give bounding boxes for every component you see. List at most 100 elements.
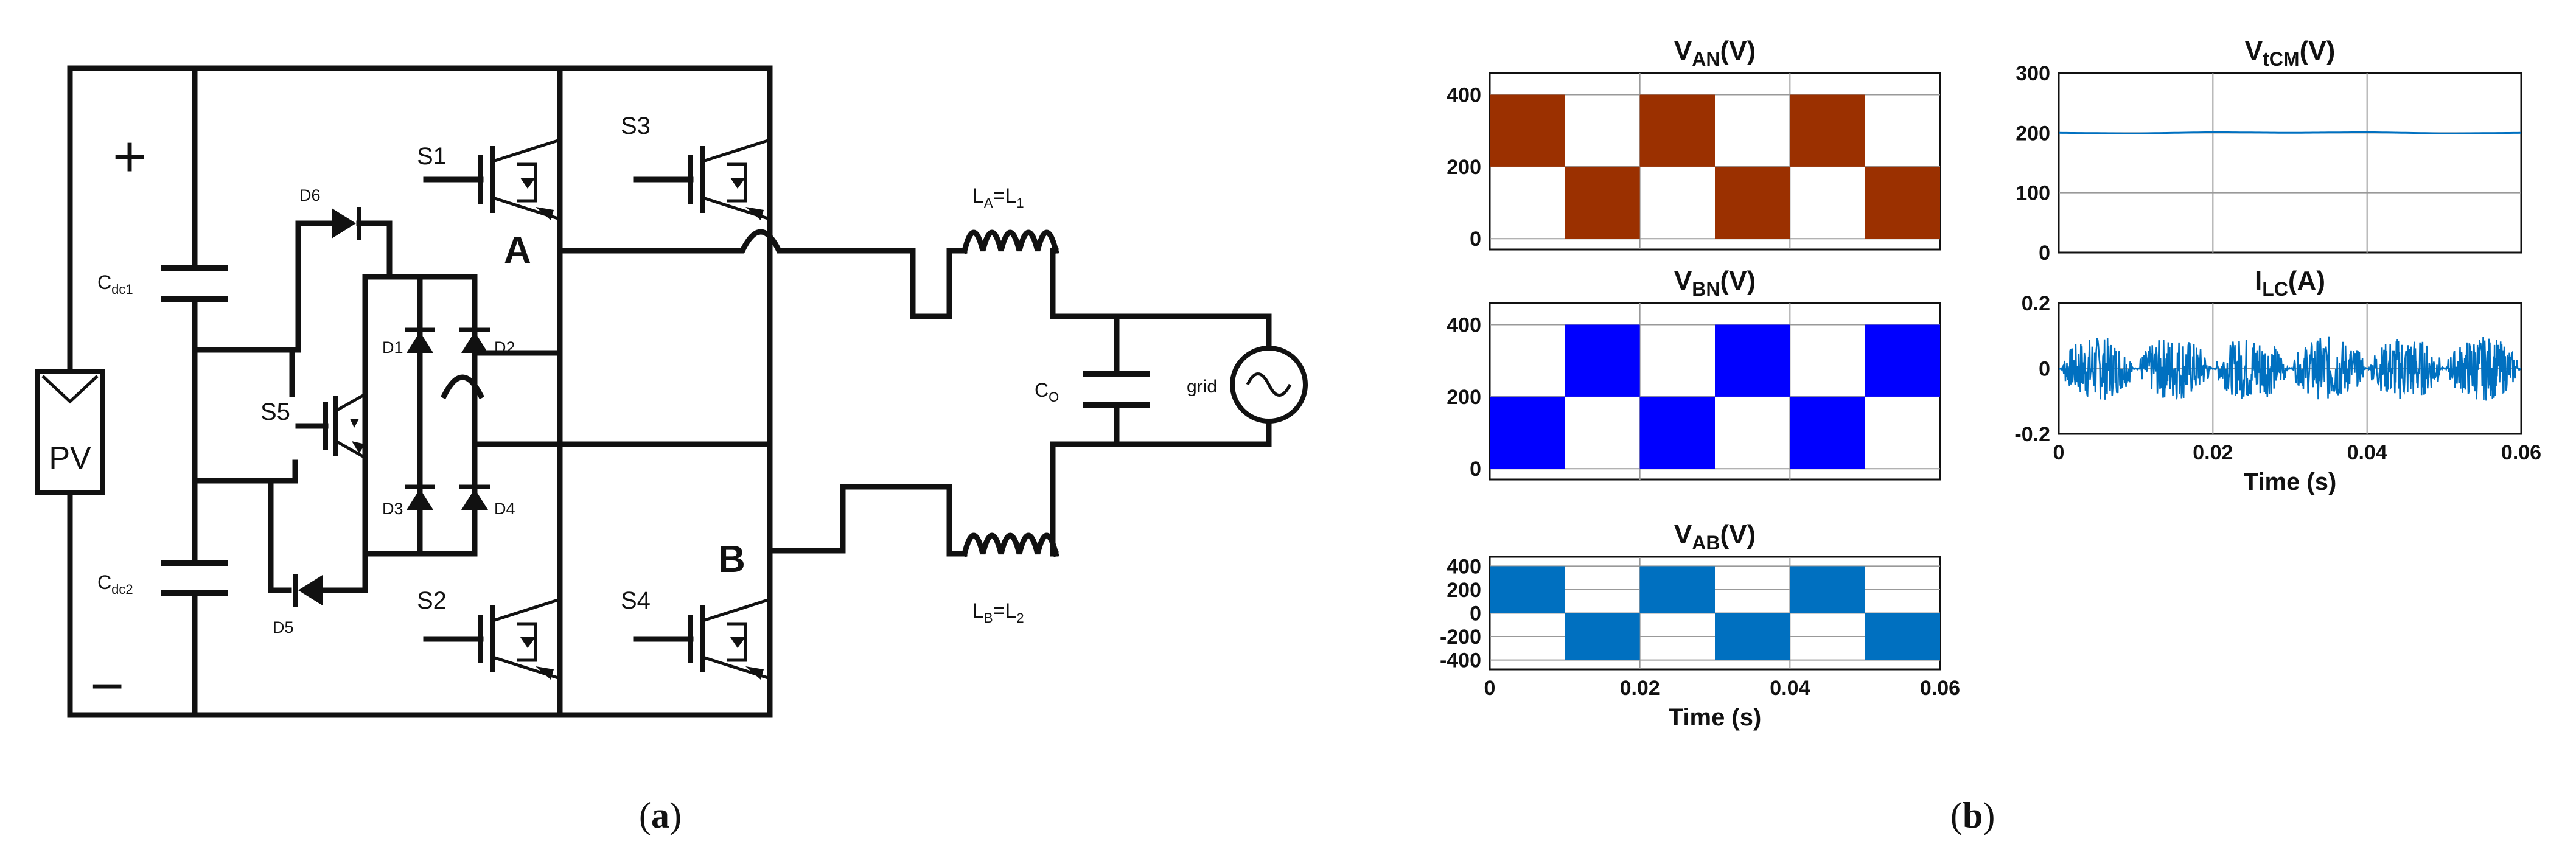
d6-label: D6 (299, 186, 321, 204)
y-tick-label: 400 (1447, 555, 1481, 578)
y-tick-label: -200 (1440, 626, 1481, 649)
pwm-band (1490, 94, 1565, 167)
la-label: LA=L1 (972, 184, 1024, 211)
s5-switch (295, 392, 366, 459)
inverter-circuit-diagram: PV Cdc1 Cdc2 + − (35, 65, 1308, 835)
x-tick-label: 0.06 (2501, 441, 2541, 464)
pwm-band (1790, 566, 1865, 613)
s4-switch (633, 598, 770, 680)
cdc1-label: Cdc1 (97, 271, 133, 297)
panel-label-b: (b) (1950, 795, 1995, 835)
pwm-band (1565, 613, 1640, 660)
pwm-band (1565, 166, 1640, 239)
pwm-band (1639, 94, 1715, 167)
chart-title: ILC(A) (2255, 266, 2325, 300)
pwm-band (1490, 566, 1565, 613)
chart-title: VAN(V) (1674, 36, 1756, 70)
y-tick-label: 100 (2016, 182, 2050, 205)
pwm-band (1715, 324, 1790, 397)
d2-diode (459, 327, 490, 353)
plus-sign: + (113, 124, 147, 189)
d6-diode (332, 207, 361, 240)
minus-sign: − (90, 654, 124, 719)
cdc1-capacitor (161, 265, 228, 302)
y-tick-label: 0 (2039, 242, 2050, 265)
waveform-charts: 0200400VAN(V)0200400VBN(V)-400-200020040… (1440, 36, 2541, 731)
y-tick-label: 0 (1470, 602, 1481, 626)
x-tick-label: 0 (2053, 441, 2065, 464)
d5-diode (293, 574, 323, 607)
d4-label: D4 (494, 500, 515, 518)
x-tick-label: 0.02 (2193, 441, 2233, 464)
d2-label: D2 (494, 338, 515, 357)
pwm-band (1639, 566, 1715, 613)
s2-label: S2 (417, 587, 447, 614)
series-line (2058, 131, 2522, 134)
d1-diode (405, 327, 435, 353)
pwm-band (1790, 94, 1865, 167)
x-tick-label: 0 (1484, 677, 1496, 700)
pwm-band (1715, 613, 1790, 660)
cdc2-label: Cdc2 (97, 571, 133, 597)
s5-label: S5 (260, 399, 290, 425)
x-tick-label: 0.04 (2347, 441, 2387, 464)
pwm-band (1490, 396, 1565, 469)
pwm-band (1865, 324, 1940, 397)
node-a-label: A (504, 229, 531, 271)
pwm-band (1865, 166, 1940, 239)
grid-label: grid (1187, 377, 1217, 397)
y-tick-label: 300 (2016, 62, 2050, 85)
cdc2-capacitor (161, 560, 228, 596)
lb-label: LB=L2 (972, 599, 1024, 626)
s1-label: S1 (417, 143, 447, 170)
s1-switch (423, 138, 560, 221)
chart-title: VAB(V) (1674, 520, 1756, 554)
chart-vtcm: 0 100 200 300 VtCM(V) (2016, 36, 2522, 265)
node-b-label: B (718, 539, 745, 581)
d1-label: D1 (382, 338, 403, 357)
plot-area (2058, 72, 2522, 254)
pwm-band (1565, 324, 1640, 397)
s4-label: S4 (621, 587, 651, 614)
pv-source: PV (35, 369, 105, 495)
y-tick-label: -400 (1440, 649, 1481, 672)
d5-label: D5 (273, 618, 294, 637)
d3-label: D3 (382, 500, 403, 518)
y-tick-label: 400 (1447, 314, 1481, 337)
chart-vbn: 0 200 400 VBN(V) (1447, 266, 1941, 481)
y-tick-label: 200 (1447, 386, 1481, 409)
series-line (2058, 336, 2522, 401)
x-tick-label: 0.04 (1770, 677, 1810, 700)
d3-diode (405, 484, 435, 510)
chart-title: VBN(V) (1674, 266, 1756, 300)
y-tick-label: 200 (2016, 122, 2050, 145)
y-tick-label: 200 (1447, 156, 1481, 179)
x-tick-label: 0.02 (1620, 677, 1660, 700)
co-label: CO (1035, 379, 1059, 405)
lb-inductor (946, 405, 1120, 557)
pwm-band (1865, 613, 1940, 660)
x-axis-label: Time (s) (1669, 704, 1762, 731)
y-tick-label: 200 (1447, 579, 1481, 602)
s3-switch (633, 138, 770, 221)
y-tick-label: 400 (1447, 84, 1481, 107)
s3-label: S3 (621, 113, 651, 139)
pwm-band (1715, 166, 1790, 239)
x-tick-label: 0.06 (1920, 677, 1960, 700)
pwm-band (1790, 396, 1865, 469)
y-tick-label: 0 (2039, 358, 2050, 381)
pv-label: PV (49, 441, 91, 476)
y-tick-label: 0 (1470, 458, 1481, 481)
x-axis-label: Time (s) (2244, 469, 2337, 495)
grid-source (1230, 346, 1308, 424)
chart-title: VtCM(V) (2245, 36, 2335, 70)
la-inductor (946, 229, 1120, 377)
s2-switch (423, 598, 560, 680)
co-capacitor (1083, 371, 1150, 408)
y-tick-label: -0.2 (2014, 423, 2050, 446)
y-tick-label: 0.2 (2022, 292, 2050, 315)
